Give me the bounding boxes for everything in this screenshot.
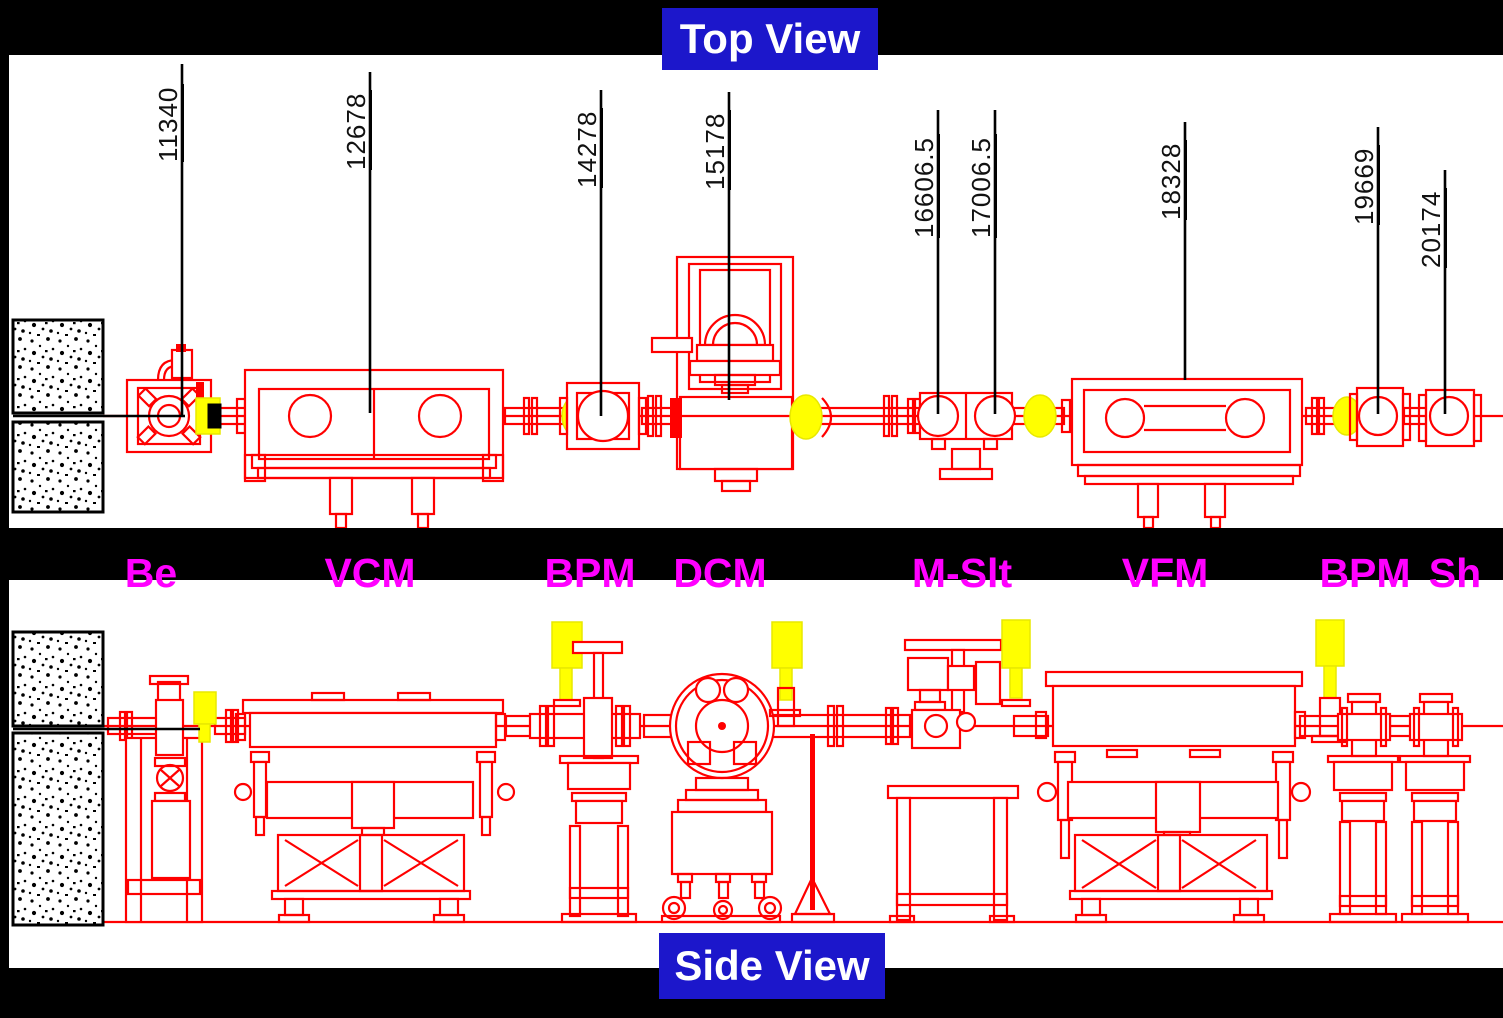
dim-19669: 19669	[1349, 144, 1380, 225]
support-post-side	[790, 734, 836, 924]
wall-block-side-2	[11, 731, 105, 927]
wall-block-top-1	[11, 318, 105, 415]
actuator-2-side	[768, 621, 803, 728]
dcm-side	[660, 672, 783, 924]
label-be: Be	[124, 550, 178, 596]
dcm-top	[650, 255, 795, 493]
dimension-leaders	[13, 64, 1447, 418]
label-sh: Sh	[1428, 550, 1482, 596]
bellows-2-top	[789, 394, 823, 440]
shutter-side	[1398, 692, 1472, 924]
actuator-3-side	[974, 619, 1032, 708]
dim-11340: 11340	[153, 83, 184, 162]
dim-20174: 20174	[1416, 187, 1447, 268]
side-view-title: Side View	[659, 933, 885, 999]
bellows-3-top	[1023, 394, 1057, 438]
valve-be-side	[193, 691, 217, 743]
bpm2-top	[1348, 386, 1412, 448]
dim-15178: 15178	[700, 109, 731, 190]
m-slt-top	[916, 391, 1017, 481]
bpm1-side	[528, 621, 642, 924]
label-bpm1: BPM	[544, 550, 636, 596]
vfm-vessel-top	[1070, 377, 1304, 528]
top-view-title: Top View	[662, 8, 878, 70]
top-view-drawing	[11, 64, 1503, 528]
be-black-block	[207, 403, 222, 429]
label-dcm: DCM	[673, 550, 767, 596]
top-view-panel	[9, 55, 1503, 528]
dim-16606-5: 16606.5	[909, 134, 940, 238]
be-filter-side	[124, 674, 204, 924]
wall-block-side-1	[11, 630, 105, 728]
vcm-side	[233, 691, 516, 924]
side-view-drawing	[11, 619, 1503, 927]
label-bpm2: BPM	[1319, 550, 1411, 596]
bpm1-top	[558, 381, 648, 451]
top-view-title-text: Top View	[679, 15, 861, 62]
side-view-panel	[9, 580, 1503, 968]
actuator-4-side	[1310, 619, 1348, 744]
m-slt-side	[886, 638, 1020, 924]
label-m-slt: M-Slt	[911, 550, 1013, 596]
vfm-side	[1034, 670, 1312, 924]
vcm-vessel-top	[243, 368, 505, 528]
dim-14278: 14278	[572, 107, 603, 188]
wall-block-top-2	[11, 420, 105, 514]
side-view-title-text: Side View	[674, 942, 870, 989]
dim-17006-5: 17006.5	[966, 134, 997, 238]
dim-12678: 12678	[341, 89, 372, 170]
label-vcm: VCM	[324, 550, 416, 596]
dcm-exit-cap	[821, 397, 833, 438]
label-vfm: VFM	[1121, 550, 1209, 596]
shutter-top	[1417, 388, 1483, 448]
dim-18328: 18328	[1156, 139, 1187, 220]
bpm2-side	[1326, 692, 1400, 924]
